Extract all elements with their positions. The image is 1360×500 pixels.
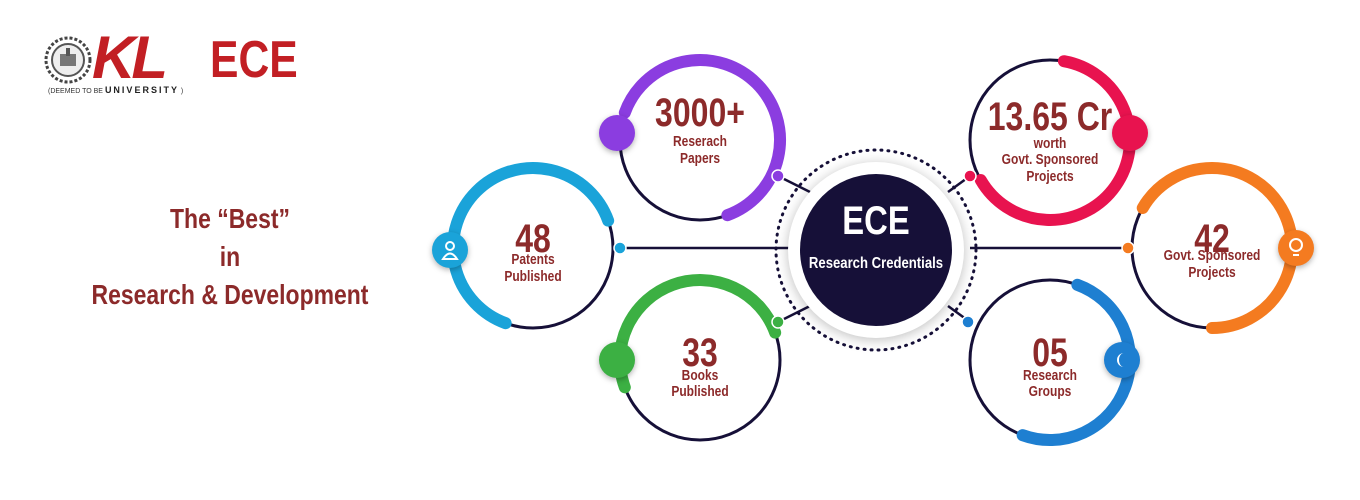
stat-circle-bg bbox=[1138, 174, 1286, 322]
center-disc bbox=[800, 174, 952, 326]
stat-value: 3000+ bbox=[655, 90, 745, 135]
connector-node bbox=[1121, 241, 1135, 255]
user-icon bbox=[441, 241, 459, 260]
stat-circle-bg bbox=[459, 174, 607, 322]
connector-node bbox=[961, 315, 975, 329]
center-dotted-ring bbox=[774, 148, 978, 352]
university-logo: KL ECE (DEEMED TO BE UNIVERSITY ) bbox=[44, 28, 304, 96]
connector-node bbox=[613, 241, 627, 255]
stat-color-arc bbox=[618, 54, 786, 222]
stat-dot bbox=[599, 115, 635, 151]
stat-label-line-1: worth bbox=[1033, 135, 1067, 152]
center-subtitle: Research Credentials bbox=[809, 255, 943, 272]
stat-color-arc bbox=[1016, 278, 1136, 446]
stat-label-line-1: Govt. Sponsored bbox=[1164, 247, 1261, 264]
stat-circles: 3000+ReserachPapers48PatentsPublished33B… bbox=[432, 54, 1314, 446]
stat-value: 42 bbox=[1194, 216, 1230, 261]
stat-label-line-2: Published bbox=[671, 383, 728, 400]
stat-label-line-1: Reserach bbox=[673, 133, 727, 150]
tagline-line-3: Research & Development bbox=[91, 279, 369, 310]
stat-label-line-3: Projects bbox=[1026, 168, 1073, 185]
stat-color-arc bbox=[447, 162, 615, 330]
stat-color-arc bbox=[974, 55, 1136, 226]
university-seal-icon bbox=[44, 36, 92, 84]
stat-label-line-2: Papers bbox=[680, 150, 720, 167]
connector-node bbox=[771, 315, 785, 329]
logo-department-text: ECE bbox=[210, 31, 298, 89]
moon-icon bbox=[1117, 353, 1124, 367]
stat-value: 05 bbox=[1032, 330, 1068, 375]
stat-label-line-1: Patents bbox=[511, 251, 554, 268]
stat-circle-bg bbox=[976, 66, 1124, 214]
bulb-icon bbox=[1289, 238, 1303, 256]
stat-label-line-2: Groups bbox=[1029, 383, 1072, 400]
stat-color-arc bbox=[1136, 162, 1298, 334]
stat-circle-bg bbox=[626, 286, 774, 434]
stat-circle-bg bbox=[626, 66, 774, 214]
logo-brand-text: KL bbox=[92, 24, 168, 91]
stat-label-line-2: Projects bbox=[1188, 264, 1235, 281]
stat-label-line-2: Published bbox=[504, 268, 561, 285]
tagline-line-1: The “Best” bbox=[170, 203, 290, 234]
stat-circle-bg bbox=[976, 286, 1124, 434]
bulb-icon-dot bbox=[1278, 230, 1314, 266]
tagline-line-2: in bbox=[219, 241, 241, 272]
stat-value: 48 bbox=[515, 216, 551, 261]
stat-value: 13.65 Cr bbox=[988, 94, 1113, 139]
center-title: ECE bbox=[842, 198, 909, 243]
stat-value: 33 bbox=[682, 330, 718, 375]
connector-node bbox=[771, 169, 785, 183]
stat-label-line-2: Govt. Sponsored bbox=[1002, 151, 1099, 168]
stat-dot bbox=[599, 342, 635, 378]
stat-dot bbox=[1112, 115, 1148, 151]
moon-icon-dot bbox=[1104, 342, 1140, 378]
stat-label-line-1: Books bbox=[682, 367, 719, 384]
connector-node bbox=[963, 169, 977, 183]
stat-label-line-1: Research bbox=[1023, 367, 1077, 384]
logo-subtitle: (DEEMED TO BE UNIVERSITY ) bbox=[48, 85, 184, 95]
tagline: The “Best” in Research & Development bbox=[40, 200, 420, 314]
